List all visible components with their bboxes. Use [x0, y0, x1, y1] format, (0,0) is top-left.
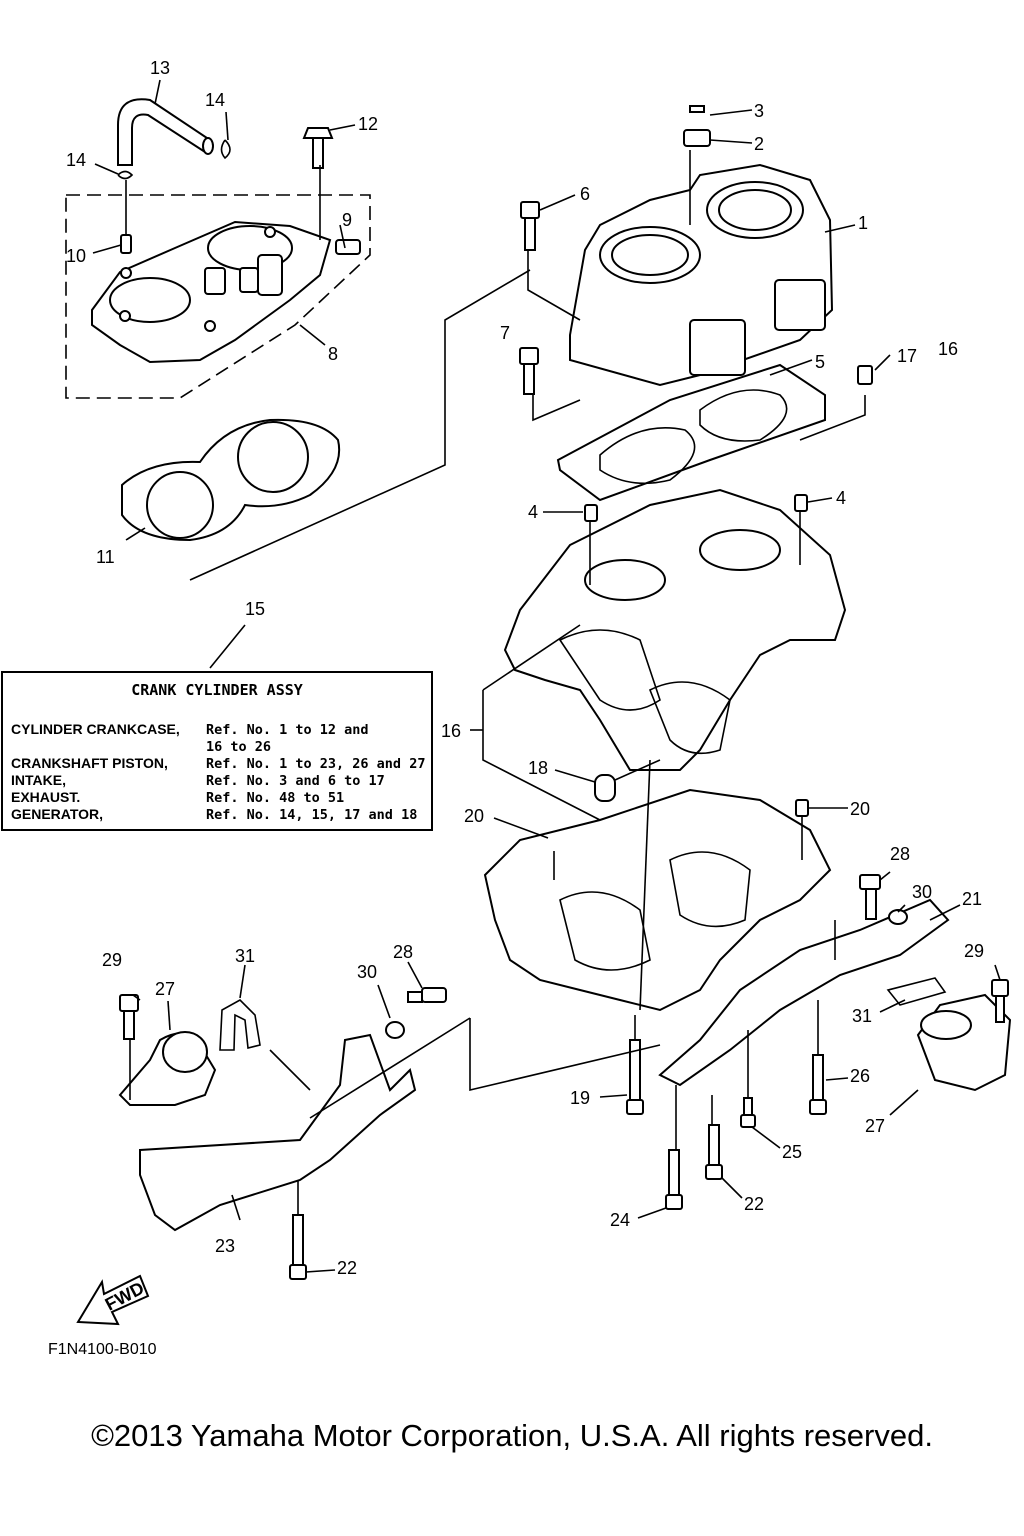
assembly-title: CRANK CYLINDER ASSY — [131, 681, 303, 699]
upper-crankcase — [503, 488, 847, 771]
callout-23: 23 — [215, 1236, 235, 1256]
callout-3: 3 — [754, 101, 764, 121]
callout-27: 27 — [865, 1116, 885, 1136]
callout-30: 30 — [912, 882, 932, 902]
callout-5: 5 — [815, 352, 825, 372]
lower-crankcase — [483, 774, 832, 1012]
callout-2: 2 — [754, 134, 764, 154]
callout-20: 20 — [850, 799, 870, 819]
callout-11: 11 — [96, 547, 115, 567]
callout-4: 4 — [528, 502, 538, 522]
callout-7: 7 — [500, 323, 510, 343]
callout-16: 16 — [938, 339, 958, 359]
callout-14: 14 — [66, 150, 86, 170]
callout-1: 1 — [858, 213, 868, 233]
leader-lines — [92, 79, 1001, 1273]
callout-29: 29 — [102, 950, 122, 970]
callout-10: 10 — [66, 246, 86, 266]
assy-row-name: CYLINDER CRANKCASE, — [11, 721, 180, 737]
callout-24: 24 — [610, 1210, 630, 1230]
callout-labels: 1 2 3 4 4 5 6 7 8 9 10 11 12 13 14 14 15… — [66, 58, 984, 1278]
callout-26: 26 — [850, 1066, 870, 1086]
callout-17: 17 — [897, 346, 917, 366]
base-gasket — [556, 363, 826, 502]
assy-row-name: CRANKSHAFT PISTON, — [11, 755, 168, 771]
assy-row-name: EXHAUST. — [11, 789, 81, 805]
callout-31: 31 — [235, 946, 255, 966]
callout-28: 28 — [890, 844, 910, 864]
callout-8: 8 — [328, 344, 338, 364]
callout-9: 9 — [342, 210, 352, 230]
callout-25: 25 — [782, 1142, 802, 1162]
head-cover-group — [65, 98, 371, 399]
callout-27: 27 — [155, 979, 175, 999]
assy-row-ref: Ref. No. 14, 15, 17 and 18 — [206, 807, 418, 823]
forward-arrow-icon: FWD — [76, 1274, 150, 1326]
callout-28: 28 — [393, 942, 413, 962]
assy-row-ref: Ref. No. 1 to 23, 26 and 27 — [206, 756, 426, 772]
assy-row-ref: Ref. No. 3 and 6 to 17 — [206, 773, 385, 789]
callout-30: 30 — [357, 962, 377, 982]
bottom-bolts — [626, 1039, 827, 1210]
callout-22: 22 — [744, 1194, 764, 1214]
copyright-notice: ©2013 Yamaha Motor Corporation, U.S.A. A… — [91, 1418, 933, 1453]
callout-21: 21 — [962, 889, 982, 909]
callout-15: 15 — [245, 599, 265, 619]
callout-29: 29 — [964, 941, 984, 961]
assy-row-name: GENERATOR, — [11, 806, 104, 822]
callout-6: 6 — [580, 184, 590, 204]
diagram-code: F1N4100-B010 — [48, 1341, 157, 1358]
callout-14: 14 — [205, 90, 225, 110]
callout-22: 22 — [337, 1258, 357, 1278]
callout-18: 18 — [528, 758, 548, 778]
callout-12: 12 — [358, 114, 378, 134]
callout-19: 19 — [570, 1088, 590, 1108]
callout-4: 4 — [836, 488, 846, 508]
callout-20: 20 — [464, 806, 484, 826]
assembly-reference-box: CRANK CYLINDER ASSY CYLINDER CRANKCASE, … — [1, 671, 433, 831]
callout-31: 31 — [852, 1006, 872, 1026]
callout-13: 13 — [150, 58, 170, 78]
left-engine-mount — [118, 987, 447, 1280]
head-gasket — [121, 418, 341, 542]
right-engine-mount — [658, 874, 1012, 1092]
assy-row-ref: Ref. No. 1 to 12 and — [206, 722, 369, 738]
cylinder-group — [519, 105, 873, 395]
assy-row-ref: 16 to 26 — [206, 739, 272, 755]
assy-row-name: INTAKE, — [11, 772, 66, 788]
assy-row-ref: Ref. No. 48 to 51 — [206, 790, 345, 806]
callout-16: 16 — [441, 721, 461, 741]
